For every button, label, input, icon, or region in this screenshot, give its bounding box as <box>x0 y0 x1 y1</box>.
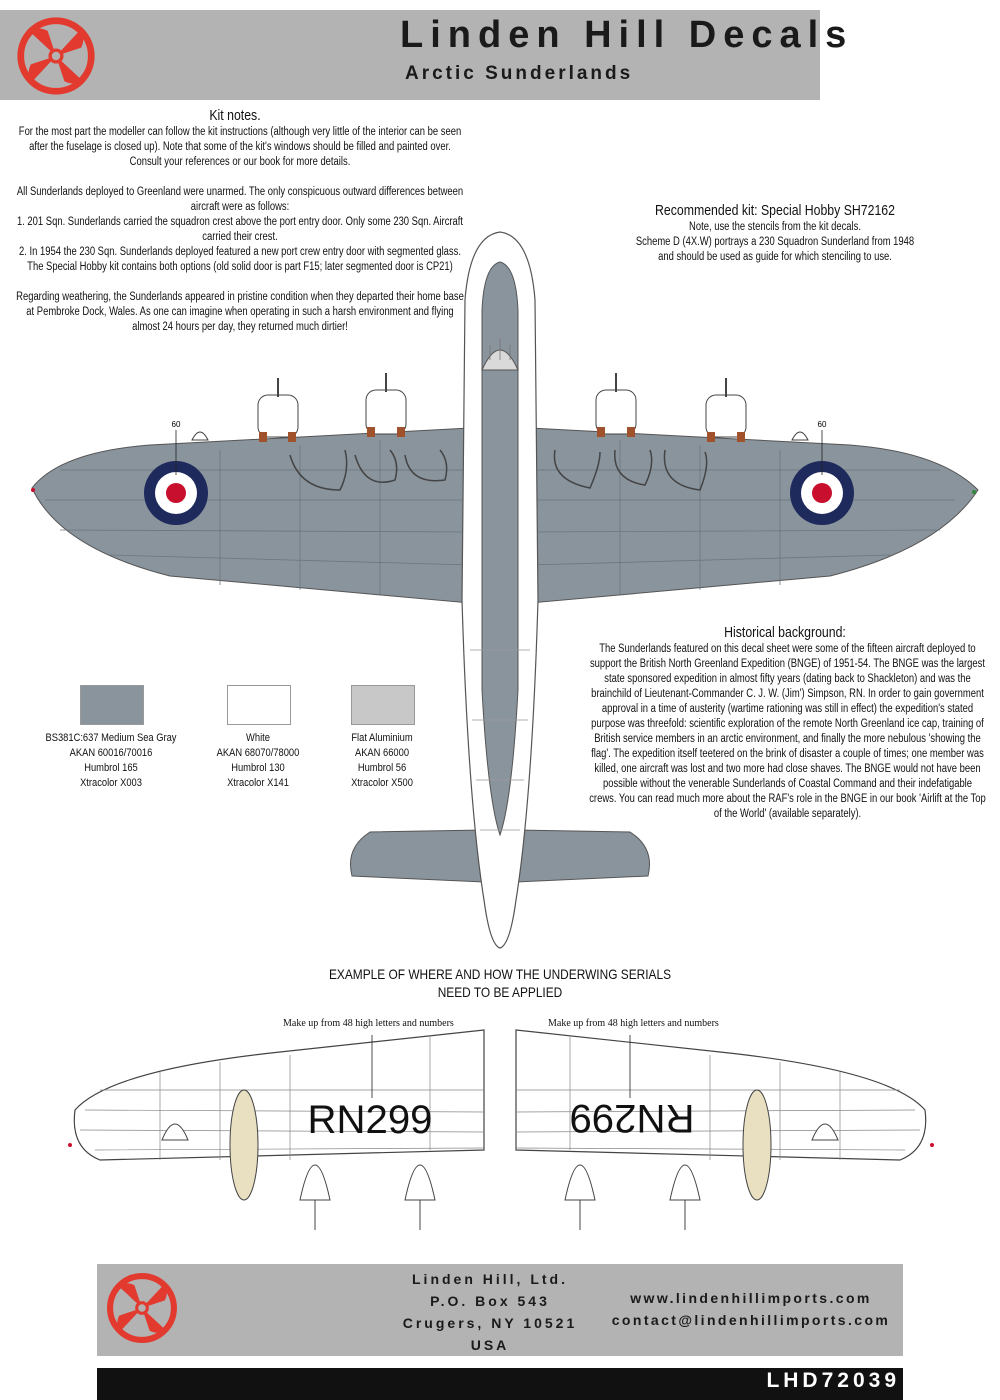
sheet-subtitle: Arctic Sunderlands <box>405 63 634 84</box>
address-city: Crugers, NY 10521 <box>402 1315 578 1331</box>
history-heading: Historical background: <box>724 624 846 641</box>
paint-akan: AKAN 66000 <box>354 747 410 759</box>
kit-notes-paragraph: For the most part the modeller can follo… <box>18 126 462 168</box>
footer-banner <box>97 1264 903 1356</box>
paint-humbrol: Humbrol 165 <box>84 762 138 774</box>
serial-note-left: Make up from 48 high letters and numbers <box>283 1018 454 1029</box>
paint-swatch-aluminium <box>351 685 415 725</box>
paint-akan: AKAN 68070/78000 <box>216 747 300 759</box>
contact-info: www.lindenhillimports.com contact@linden… <box>606 1287 896 1331</box>
website-link[interactable]: www.lindenhillimports.com <box>630 1290 872 1306</box>
paint-label-aluminium: Flat Aluminium AKAN 66000 Humbrol 56 Xtr… <box>310 731 455 791</box>
underwing-diagram: RN299 RN299 <box>68 1029 934 1230</box>
product-code: LHD72039 <box>766 1369 900 1392</box>
paint-swatch-white <box>227 685 291 725</box>
roundel-size-marker-left: 60 <box>172 420 181 429</box>
brand-title: Linden Hill Decals <box>400 14 854 56</box>
serial-left: RN299 <box>308 1098 433 1142</box>
mailing-address: Linden Hill, Ltd. P.O. Box 543 Crugers, … <box>395 1268 585 1356</box>
roundel-right <box>790 461 854 525</box>
kit-notes-paragraph: 2. In 1954 the 230 Sqn. Sunderlands depl… <box>19 246 461 273</box>
recommended-line: Note, use the stencils from the kit deca… <box>689 221 861 233</box>
recommended-kit-text: Note, use the stencils from the kit deca… <box>623 220 926 265</box>
underwing-heading-line: NEED TO BE APPLIED <box>437 984 563 1000</box>
paint-name: Flat Aluminium <box>351 732 413 744</box>
paint-humbrol: Humbrol 130 <box>231 762 285 774</box>
recommended-line: Scheme D (4X.W) portrays a 230 Squadron … <box>635 236 915 248</box>
kit-notes-paragraph: Regarding weathering, the Sunderlands ap… <box>16 291 464 333</box>
aircraft-top-view: 60 60 <box>31 231 979 949</box>
paint-humbrol: Humbrol 56 <box>357 762 407 774</box>
paint-xtracolor: Xtracolor X141 <box>227 777 289 789</box>
serial-note-right: Make up from 48 high letters and numbers <box>548 1018 719 1029</box>
serial-right: RN299 <box>570 1096 695 1140</box>
address-street: P.O. Box 543 <box>430 1293 550 1309</box>
kit-notes-paragraph: All Sunderlands deployed to Greenland we… <box>16 186 464 213</box>
kit-notes-heading: Kit notes. <box>209 107 261 124</box>
paint-name: White <box>246 732 270 744</box>
email-link[interactable]: contact@lindenhillimports.com <box>611 1312 891 1328</box>
roundel-left <box>144 461 208 525</box>
propeller-logo-icon <box>17 17 95 95</box>
paint-swatch-sea-gray <box>80 685 144 725</box>
address-country: USA <box>470 1337 510 1353</box>
propeller-logo-icon <box>107 1273 177 1343</box>
kit-notes-text: For the most part the modeller can follo… <box>15 125 466 350</box>
paint-xtracolor: Xtracolor X500 <box>351 777 413 789</box>
paint-xtracolor: Xtracolor X003 <box>80 777 142 789</box>
recommended-line: and should be used as guide for which st… <box>658 251 892 263</box>
product-code-bar <box>97 1368 903 1400</box>
underwing-heading-line: EXAMPLE OF WHERE AND HOW THE UNDERWING S… <box>328 966 672 982</box>
kit-notes-paragraph: 1. 201 Sqn. Sunderlands carried the squa… <box>16 216 464 243</box>
paint-label-white: White AKAN 68070/78000 Humbrol 130 Xtrac… <box>186 731 331 791</box>
address-company: Linden Hill, Ltd. <box>412 1271 568 1287</box>
recommended-kit-heading: Recommended kit: Special Hobby SH72162 <box>654 202 895 219</box>
header-banner <box>0 10 820 100</box>
paint-name: BS381C:637 Medium Sea Gray <box>45 732 177 744</box>
underwing-heading: EXAMPLE OF WHERE AND HOW THE UNDERWING S… <box>305 965 696 1001</box>
paint-label-sea-gray: BS381C:637 Medium Sea Gray AKAN 60016/70… <box>39 731 184 791</box>
history-text: The Sunderlands featured on this decal s… <box>589 643 986 820</box>
paint-akan: AKAN 60016/70016 <box>69 747 153 759</box>
roundel-size-marker-right: 60 <box>818 420 827 429</box>
